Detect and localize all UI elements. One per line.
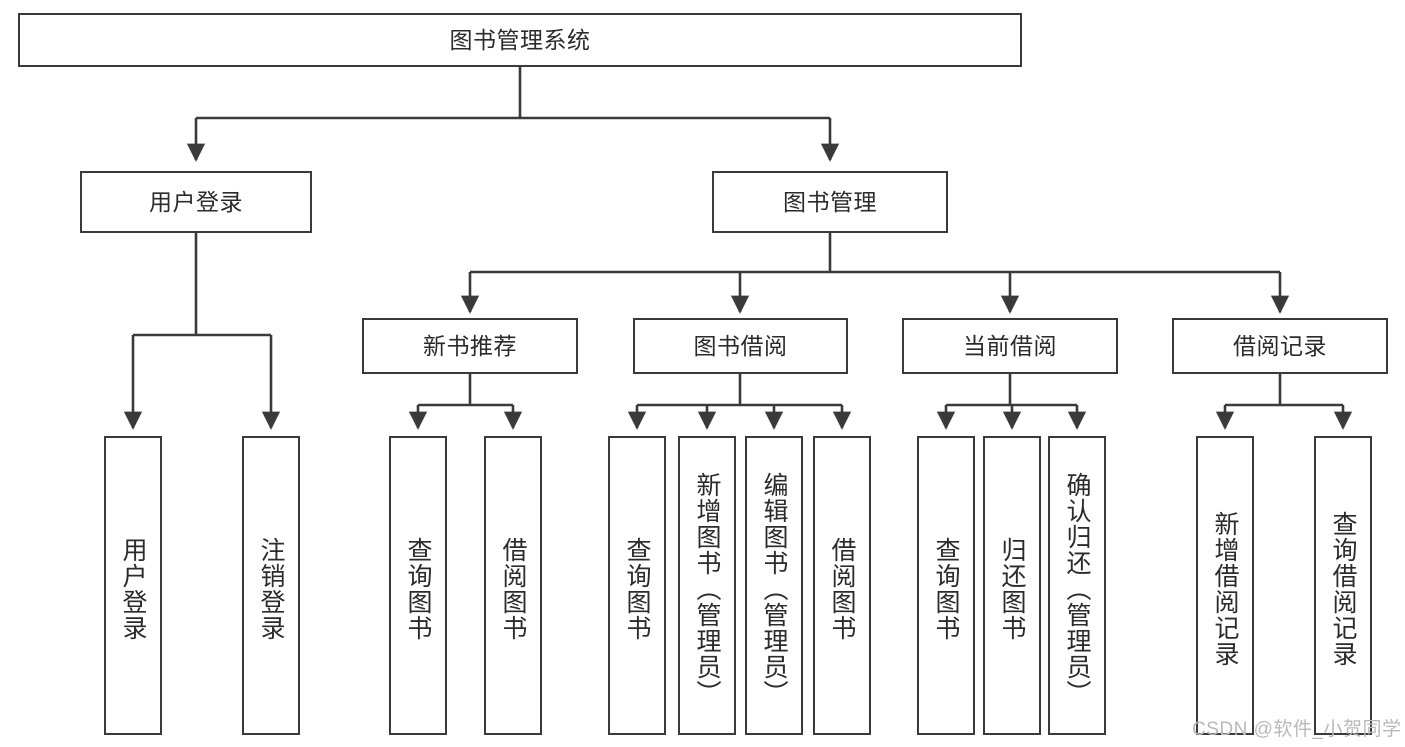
node-label: 确认归还（管理员） xyxy=(1063,471,1091,706)
node-label: 用户登录 xyxy=(119,536,147,641)
leaf-recommend-borrow-book[interactable]: 借阅图书 xyxy=(484,436,542,735)
node-label: 图书借阅 xyxy=(693,332,788,359)
node-label: 当前借阅 xyxy=(963,332,1057,359)
leaf-borrow-add-book-admin[interactable]: 新增图书（管理员） xyxy=(678,436,736,735)
node-book-management[interactable]: 图书管理 xyxy=(712,171,948,233)
leaf-recommend-query-book[interactable]: 查询图书 xyxy=(389,436,447,735)
node-user-login[interactable]: 用户登录 xyxy=(80,171,312,233)
node-label: 图书管理系统 xyxy=(449,26,591,53)
node-label: 编辑图书（管理员） xyxy=(760,471,788,706)
node-borrow-record[interactable]: 借阅记录 xyxy=(1172,318,1388,374)
leaf-borrow-borrow-book[interactable]: 借阅图书 xyxy=(813,436,871,735)
node-label: 借阅图书 xyxy=(499,536,527,641)
leaf-borrow-query-book[interactable]: 查询图书 xyxy=(608,436,666,735)
leaf-current-return-book[interactable]: 归还图书 xyxy=(983,436,1041,735)
node-current-borrow[interactable]: 当前借阅 xyxy=(902,318,1118,374)
leaf-record-add-record[interactable]: 新增借阅记录 xyxy=(1196,436,1254,735)
node-label: 查询借阅记录 xyxy=(1329,510,1357,667)
node-label: 新书推荐 xyxy=(423,332,517,359)
node-new-book-recommend[interactable]: 新书推荐 xyxy=(362,318,578,374)
node-label: 查询图书 xyxy=(404,536,432,641)
leaf-record-query-record[interactable]: 查询借阅记录 xyxy=(1314,436,1372,735)
node-label: 新增借阅记录 xyxy=(1211,510,1239,667)
node-label: 借阅图书 xyxy=(828,536,856,641)
leaf-user-login-login[interactable]: 用户登录 xyxy=(104,436,162,735)
node-label: 借阅记录 xyxy=(1233,332,1327,359)
csdn-watermark: CSDN @软件_小贺同学 xyxy=(1192,719,1402,740)
node-label: 注销登录 xyxy=(257,536,285,641)
node-root-system[interactable]: 图书管理系统 xyxy=(18,13,1022,67)
leaf-borrow-edit-book-admin[interactable]: 编辑图书（管理员） xyxy=(745,436,803,735)
node-label: 归还图书 xyxy=(998,536,1026,641)
leaf-current-confirm-return-admin[interactable]: 确认归还（管理员） xyxy=(1048,436,1106,735)
node-label: 新增图书（管理员） xyxy=(693,471,721,706)
node-label: 查询图书 xyxy=(932,536,960,641)
node-label: 用户登录 xyxy=(149,188,243,215)
node-label: 查询图书 xyxy=(623,536,651,641)
node-book-borrow[interactable]: 图书借阅 xyxy=(633,318,848,374)
leaf-current-query-book[interactable]: 查询图书 xyxy=(917,436,975,735)
node-label: 图书管理 xyxy=(783,188,877,215)
leaf-user-login-logout[interactable]: 注销登录 xyxy=(242,436,300,735)
